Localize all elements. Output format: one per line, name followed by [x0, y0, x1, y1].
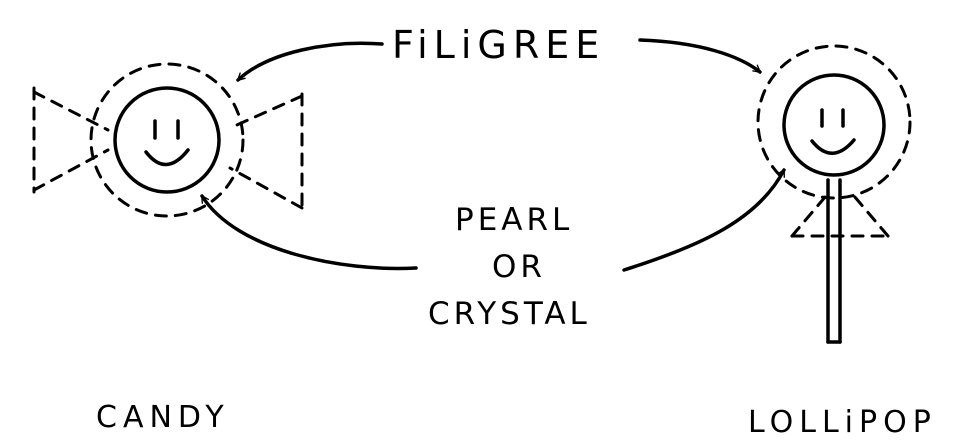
candy-smiley-icon [113, 86, 221, 194]
lollipop-illustration [756, 44, 912, 344]
candy-right-wrapper-icon [228, 92, 304, 212]
lollipop-label: LOLLiPOP [748, 405, 937, 440]
pearl-crystal-arrows [200, 168, 786, 272]
candy-left-wrapper-icon [32, 86, 110, 194]
crystal-label: CRYSTAL [428, 296, 591, 332]
candy-arrow-icon [200, 194, 418, 271]
lollipop-stick-icon [826, 178, 842, 344]
candy-halo-icon [89, 62, 245, 218]
candy-label: CANDY [96, 400, 230, 435]
filigree-arrow-right-icon [638, 38, 762, 74]
lollipop-halo-icon [756, 44, 912, 200]
lollipop-arrow-icon [622, 168, 786, 272]
filigree-arrow-left-icon [236, 41, 384, 82]
or-label: OR [492, 249, 546, 285]
lollipop-smiley-icon [782, 73, 886, 177]
pearl-label: PEARL [455, 202, 573, 238]
filigree-arrows [236, 38, 762, 82]
candy-illustration [32, 62, 304, 218]
filigree-label: FiLiGREE [392, 23, 605, 67]
